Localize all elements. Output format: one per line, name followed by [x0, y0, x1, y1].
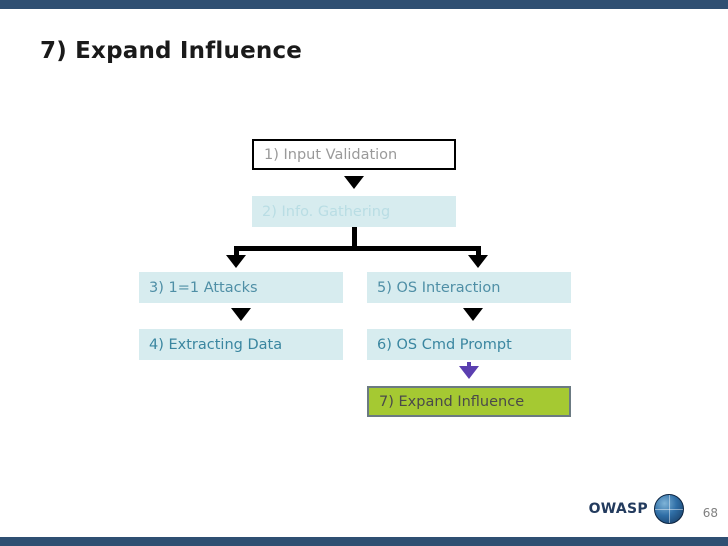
arrow-down-2: [231, 308, 251, 321]
flow-box-1-equals-1-attacks[interactable]: 3) 1=1 Attacks: [139, 272, 343, 303]
arrow-down-left-branch: [226, 255, 246, 268]
connector-right-drop: [476, 246, 481, 258]
flow-box-label: 2) Info. Gathering: [262, 203, 391, 220]
top-rule: [0, 0, 728, 9]
flow-box-label: 3) 1=1 Attacks: [149, 279, 258, 296]
page-title: 7) Expand Influence: [40, 38, 303, 64]
flow-box-os-interaction[interactable]: 5) OS Interaction: [367, 272, 571, 303]
globe-icon: [654, 494, 684, 524]
flow-box-expand-influence[interactable]: 7) Expand Influence: [367, 386, 571, 417]
flow-box-label: 1) Input Validation: [264, 146, 398, 163]
flow-box-extracting-data[interactable]: 4) Extracting Data: [139, 329, 343, 360]
flow-box-input-validation[interactable]: 1) Input Validation: [252, 139, 456, 170]
arrow-down-right-branch: [468, 255, 488, 268]
flow-box-info-gathering[interactable]: 2) Info. Gathering: [252, 196, 456, 227]
connector-split-bar: [234, 246, 481, 251]
bottom-rule: [0, 537, 728, 546]
connector-stem-center: [352, 227, 357, 249]
flow-box-os-cmd-prompt[interactable]: 6) OS Cmd Prompt: [367, 329, 571, 360]
flow-box-label: 5) OS Interaction: [377, 279, 501, 296]
flow-box-label: 4) Extracting Data: [149, 336, 283, 353]
arrow-down-active: [459, 366, 479, 379]
owasp-logo: OWASP: [589, 494, 684, 524]
arrow-down-1: [344, 176, 364, 189]
page-number: 68: [702, 506, 718, 520]
arrow-down-3: [463, 308, 483, 321]
flow-box-label: 7) Expand Influence: [379, 393, 525, 410]
connector-stem-active: [467, 362, 471, 368]
flow-box-label: 6) OS Cmd Prompt: [377, 336, 512, 353]
owasp-wordmark: OWASP: [588, 501, 648, 517]
connector-left-drop: [234, 246, 239, 258]
